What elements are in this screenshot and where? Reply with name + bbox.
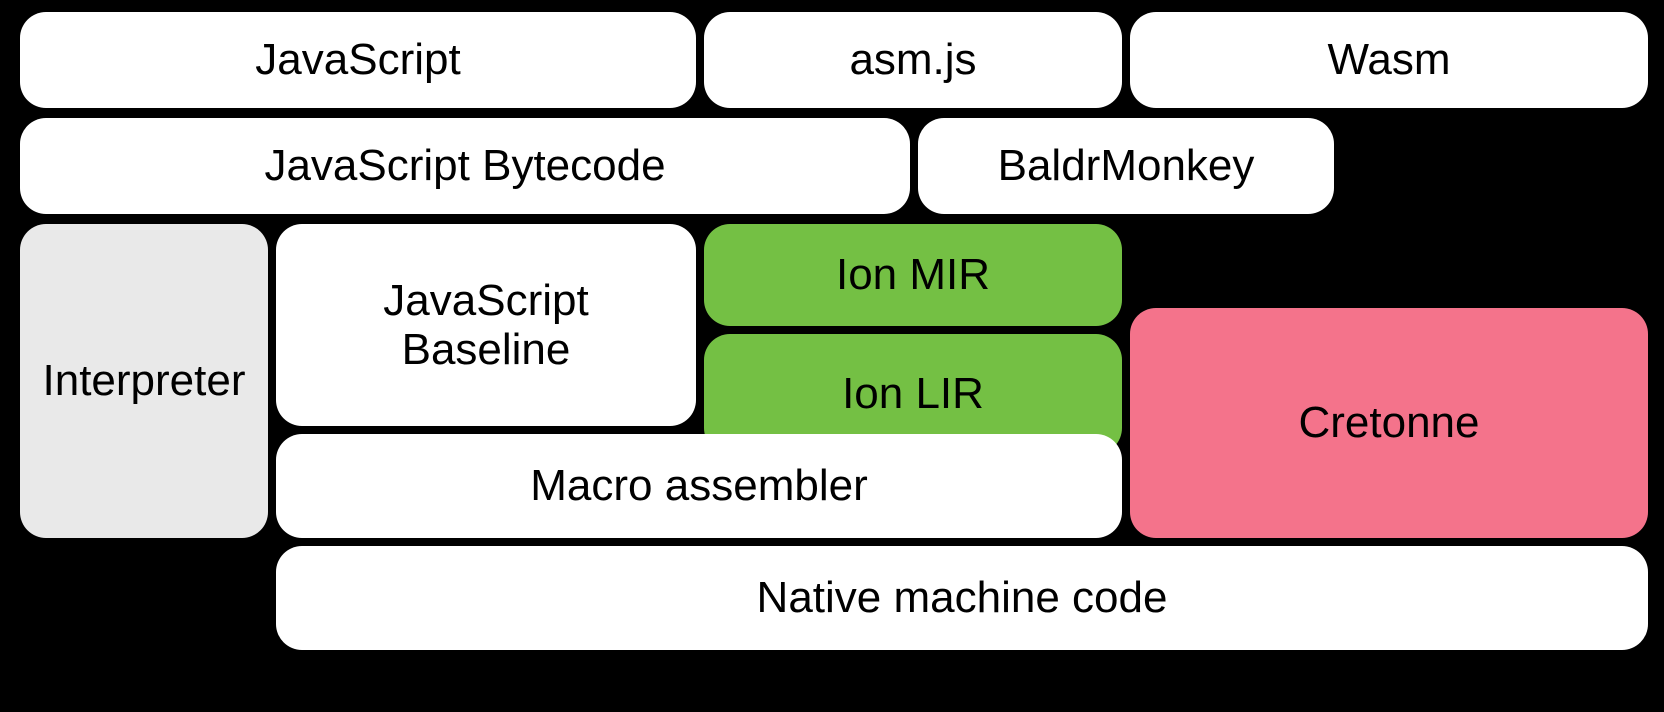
node-asmjs: asm.js bbox=[704, 12, 1122, 108]
node-baldrmonkey: BaldrMonkey bbox=[918, 118, 1334, 214]
node-javascript-baseline: JavaScript Baseline bbox=[276, 224, 696, 426]
node-cretonne: Cretonne bbox=[1130, 308, 1648, 538]
node-javascript-bytecode: JavaScript Bytecode bbox=[20, 118, 910, 214]
node-ion-mir: Ion MIR bbox=[704, 224, 1122, 326]
node-wasm: Wasm bbox=[1130, 12, 1648, 108]
node-macro-assembler: Macro assembler bbox=[276, 434, 1122, 538]
node-javascript: JavaScript bbox=[20, 12, 696, 108]
node-interpreter: Interpreter bbox=[20, 224, 268, 538]
node-native-machine-code: Native machine code bbox=[276, 546, 1648, 650]
